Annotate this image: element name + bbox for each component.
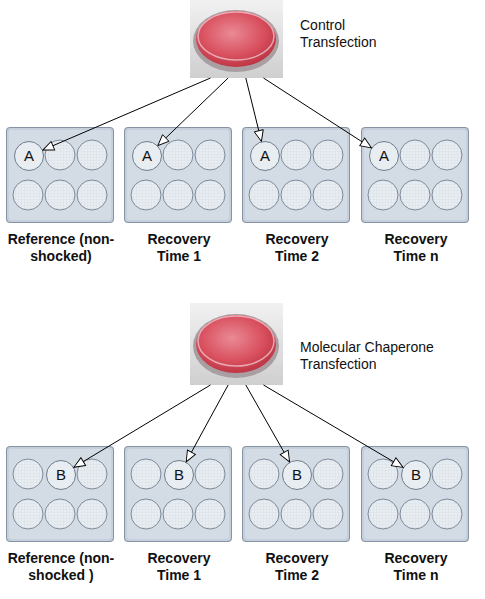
well-plate: Recovery Time nB: [361, 446, 469, 542]
well-letter: A: [370, 142, 398, 170]
labelled-well: B: [46, 460, 76, 490]
dish-rim: [193, 314, 279, 378]
six-well-plate: [361, 446, 469, 542]
labelled-well: B: [282, 460, 312, 490]
six-well-plate: [124, 446, 232, 542]
transfer-arrow: [43, 78, 211, 150]
well-letter: B: [283, 461, 311, 489]
culture-medium: [196, 315, 276, 373]
six-well-plate: [6, 127, 114, 223]
condition-label: Molecular Chaperone Transfection: [300, 339, 465, 373]
dish-photo: [190, 0, 283, 78]
dish-highlight: [198, 316, 274, 366]
well-plate: Recovery Time 1A: [124, 127, 232, 223]
transfer-arrow: [263, 78, 371, 148]
dish-highlight: [198, 12, 274, 60]
well-plate: Reference (non-shocked )B: [6, 446, 114, 542]
six-well-plate: [124, 127, 232, 223]
six-well-plate: [6, 446, 114, 542]
well-letter: A: [15, 142, 43, 170]
transfer-arrow: [158, 78, 228, 146]
six-well-plate: [361, 127, 469, 223]
condition-label: Control Transfection: [300, 17, 395, 51]
sample-label: Reference (non-shocked): [2, 231, 120, 265]
culture-dish: Control Transfection: [190, 0, 283, 78]
well-plate: Recovery Time 2B: [242, 446, 350, 542]
transfer-arrow: [74, 385, 211, 467]
sample-label: Recovery Time n: [376, 231, 456, 265]
dish-photo: [190, 303, 283, 385]
sample-label: Reference (non-shocked ): [2, 550, 120, 584]
labelled-well: B: [401, 460, 431, 490]
labelled-well: A: [369, 141, 399, 171]
six-well-plate: [242, 127, 350, 223]
photo-background: [190, 303, 283, 385]
transfer-arrow: [246, 385, 290, 462]
sample-label: Recovery Time 1: [139, 550, 219, 584]
well-letter: A: [133, 142, 161, 170]
culture-medium: [196, 11, 276, 67]
transfer-arrow: [246, 78, 262, 141]
well-letter: A: [251, 142, 279, 170]
well-letter: B: [165, 461, 193, 489]
transfer-arrow: [263, 385, 403, 467]
photo-background: [190, 0, 283, 78]
dish-rim: [193, 10, 279, 72]
culture-dish: Molecular Chaperone Transfection: [190, 303, 283, 385]
sample-label: Recovery Time 1: [139, 231, 219, 265]
well-letter: B: [402, 461, 430, 489]
well-plate: Recovery Time 2A: [242, 127, 350, 223]
labelled-well: A: [14, 141, 44, 171]
well-plate: Recovery Time nA: [361, 127, 469, 223]
sample-label: Recovery Time n: [376, 550, 456, 584]
labelled-well: B: [164, 460, 194, 490]
six-well-plate: [242, 446, 350, 542]
transfer-arrow: [186, 385, 228, 462]
sample-label: Recovery Time 2: [257, 231, 337, 265]
well-plate: Recovery Time 1B: [124, 446, 232, 542]
labelled-well: A: [250, 141, 280, 171]
sample-label: Recovery Time 2: [257, 550, 337, 584]
labelled-well: A: [132, 141, 162, 171]
well-plate: Reference (non-shocked)A: [6, 127, 114, 223]
well-letter: B: [47, 461, 75, 489]
